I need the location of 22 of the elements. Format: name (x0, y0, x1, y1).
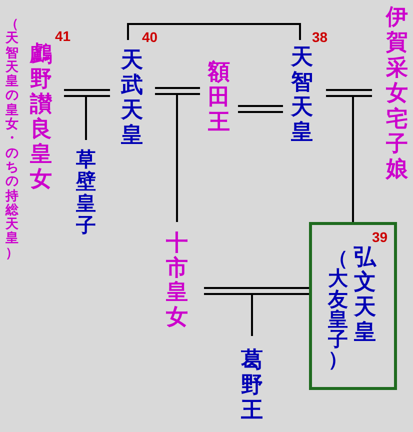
person-name: 十市皇女 (166, 232, 188, 330)
person-name: 天武天皇 (121, 48, 143, 148)
descent-line (176, 93, 200, 222)
reign-number: 40 (142, 30, 158, 44)
person-name: （大友皇子） (328, 248, 348, 370)
descent-line (204, 293, 253, 336)
person-name: 鸕野讃良皇女 (30, 42, 52, 192)
reign-number: 39 (372, 230, 388, 244)
note-text: （天智天皇の皇女・のちの持総天皇） (6, 18, 18, 262)
person-name: 額田王 (208, 60, 230, 135)
person-name: 伊賀采女宅子娘 (386, 5, 408, 183)
highlight-frame (309, 222, 397, 390)
descent-line (64, 95, 87, 140)
reign-number: 38 (312, 30, 328, 44)
sibling-line (127, 23, 301, 40)
person-name: 葛野王 (241, 348, 263, 423)
reign-number: 41 (55, 29, 71, 43)
person-name: 草壁皇子 (76, 148, 96, 236)
marriage-line (237, 105, 284, 113)
person-name: 弘文天皇 (354, 245, 376, 345)
person-name: 天智天皇 (291, 45, 313, 145)
descent-line (352, 95, 372, 222)
